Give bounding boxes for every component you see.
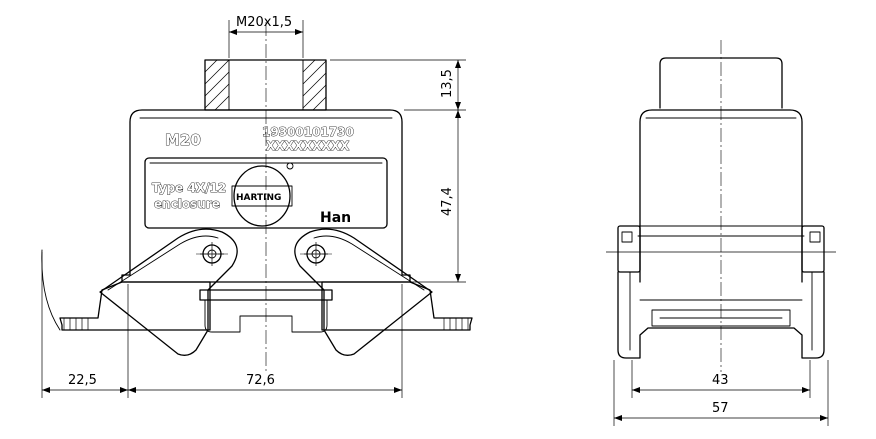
dim-thread: M20x1,5	[236, 15, 292, 30]
dim-width-front: 72,6	[246, 373, 275, 388]
right-flange	[321, 281, 473, 331]
type-line-2: enclosure	[154, 197, 220, 211]
dim-left-offset: 22,5	[68, 373, 97, 388]
front-dimensions: M20x1,5 13,5 47,4 22,5 72,6	[41, 15, 466, 398]
left-flange	[41, 249, 211, 331]
right-locking-lever	[294, 228, 433, 356]
product-text: Han	[320, 210, 351, 226]
size-label: M20	[165, 131, 201, 149]
side-view	[606, 40, 836, 372]
dim-nut-height: 13,5	[440, 69, 455, 98]
dim-width-side: 57	[712, 401, 729, 416]
left-locking-lever	[99, 228, 238, 356]
part-suffix: XXXXXXXXX	[266, 139, 350, 153]
front-view: M20 19300101730 XXXXXXXXX Type 4X/12 enc…	[41, 22, 473, 372]
harting-logo: HARTING	[231, 162, 294, 227]
type-line-1: Type 4X/12	[152, 181, 226, 195]
side-dimensions: 43 57	[613, 360, 829, 426]
part-number: 19300101730	[262, 125, 354, 139]
dim-housing-height: 47,4	[440, 187, 455, 216]
cable-gland-nut	[204, 59, 327, 111]
dim-width-inner-side: 43	[712, 373, 729, 388]
brand-text: HARTING	[236, 193, 281, 203]
